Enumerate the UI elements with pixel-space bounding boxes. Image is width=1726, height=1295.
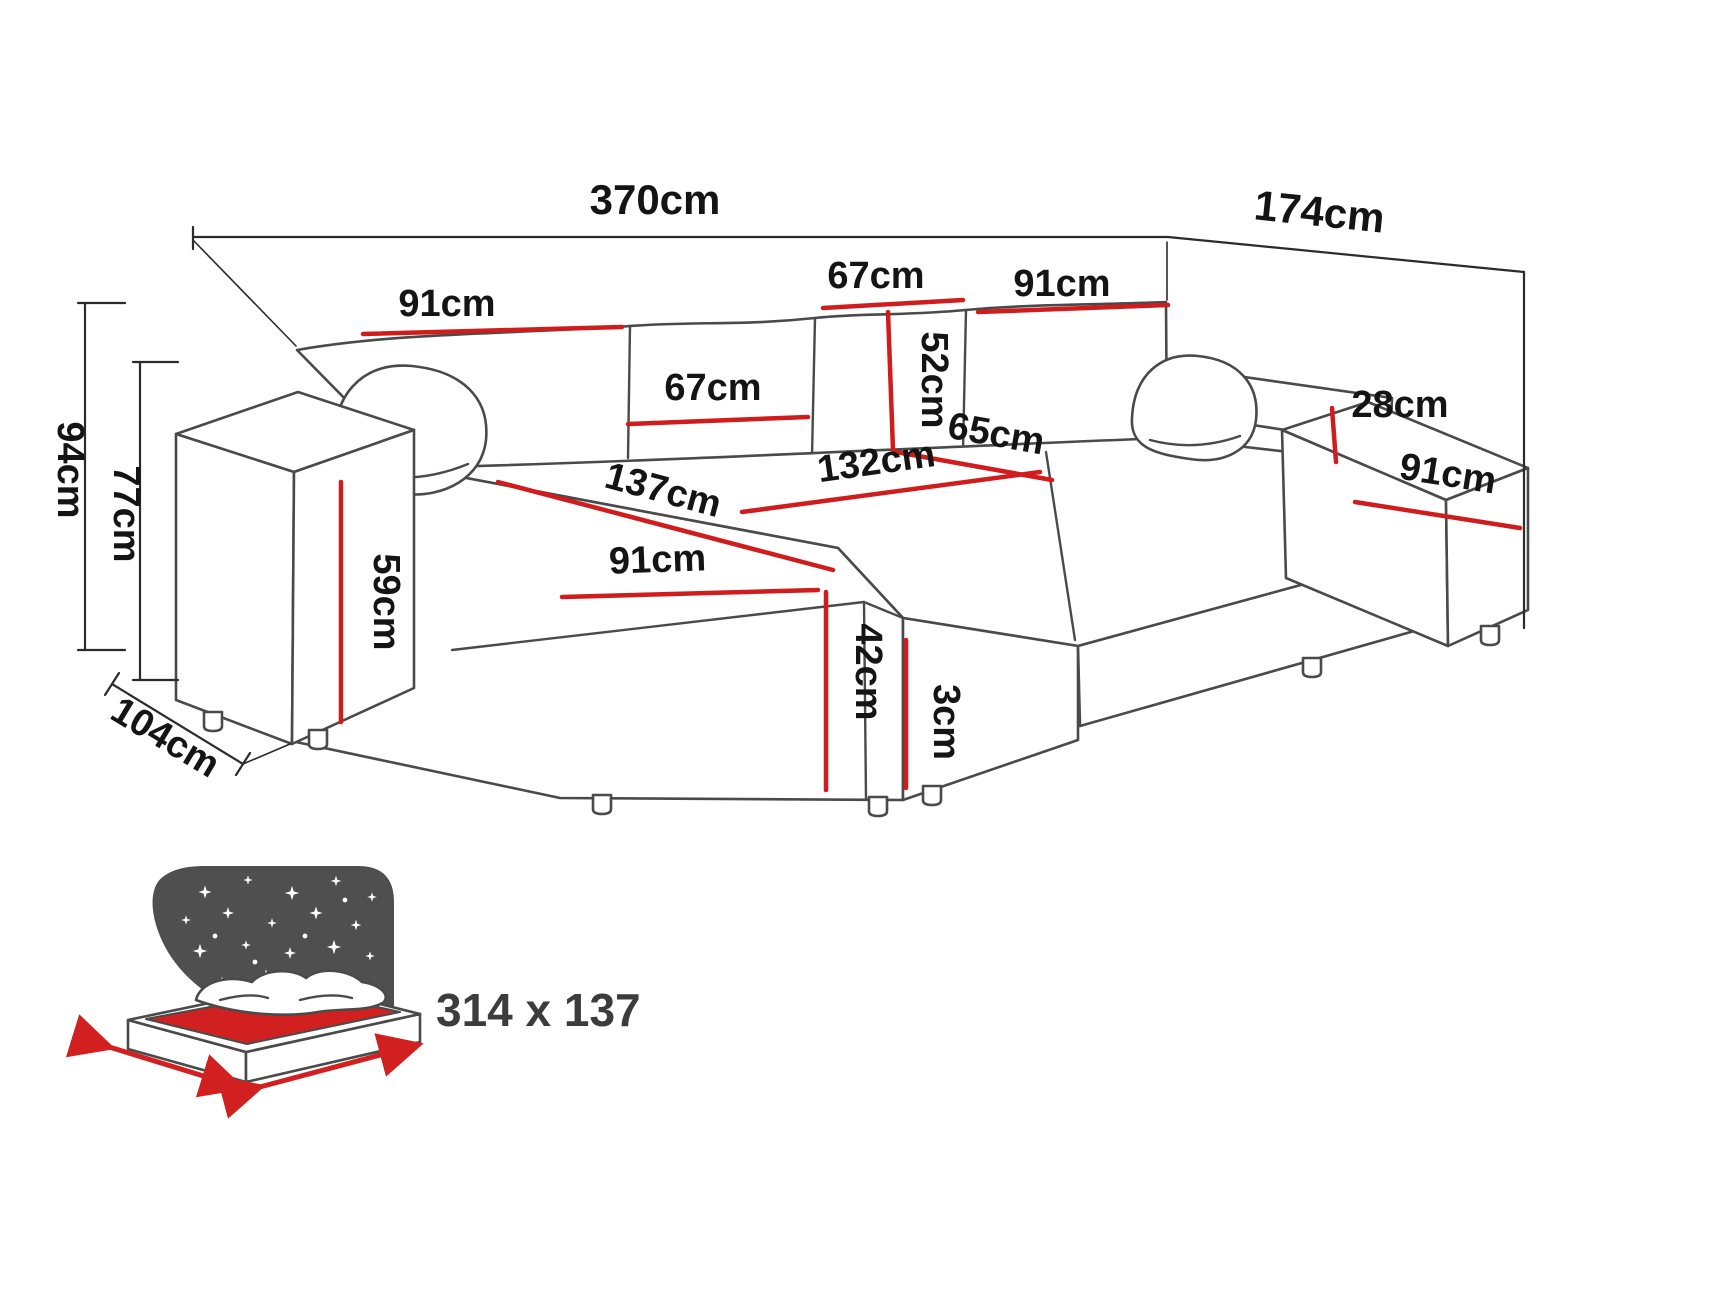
left-chaise-corner-edge [862, 600, 868, 801]
duvet-pillow [194, 969, 387, 1016]
dim-line-back-cushion-right [975, 302, 1171, 315]
dim-line-chaise-right-width [1352, 499, 1523, 531]
dim-line-back-cushion-height [885, 309, 896, 453]
dim-line-back-top-middle [820, 297, 966, 311]
star-dot-icon [302, 933, 308, 939]
dim-back-cushion-left-label: 91cm [398, 283, 495, 325]
dim-armrest-height-label: 59cm [365, 553, 407, 650]
dim-base-height-label: 3cm [925, 684, 967, 760]
dim-total-depth-label: 174cm [1252, 181, 1387, 241]
dim-chaise-left-width-label: 91cm [608, 537, 707, 582]
sofa-leg [202, 710, 224, 733]
dim-line-total-depth [1166, 235, 1526, 274]
left-armrest-inner [290, 428, 416, 746]
dim-line-back-shelf [1329, 405, 1339, 465]
right-armrest-side [1444, 466, 1530, 648]
left-armrest-front [174, 432, 296, 746]
dim-back-cushion-right-label: 91cm [1013, 263, 1110, 305]
dim-back-cushion-height-label: 52cm [913, 331, 955, 428]
dim-line-chaise-left-width [559, 587, 821, 600]
right-pillow-fold [1148, 434, 1242, 447]
backrest-divider [961, 308, 968, 454]
middle-front-panel [901, 616, 1080, 802]
dimension-lines-black [76, 225, 1526, 777]
dim-extension [242, 743, 291, 765]
dim-back-shelf-label: 28cm [1351, 384, 1448, 426]
dim-line-back-cushion-left [360, 324, 625, 337]
sofa-leg [921, 784, 943, 807]
right-pillow [1130, 354, 1258, 462]
sofa-leg [1301, 656, 1323, 679]
sofa-leg [307, 728, 329, 751]
backrest-divider [626, 324, 632, 460]
dim-total-height-label: 94cm [49, 421, 91, 518]
star-dot-icon [252, 959, 258, 965]
backrest-divider [810, 316, 817, 458]
dim-total-width-label: 370cm [590, 176, 721, 223]
sofa-leg [867, 795, 889, 818]
dim-backrest-height-label: 77cm [105, 465, 147, 562]
dim-back-cushion-middle-label: 67cm [664, 367, 761, 409]
dim-tick [103, 671, 121, 697]
sofa-leg [1479, 624, 1501, 647]
duvet-fold [218, 994, 270, 1002]
sleeping-area-label: 314 x 137 [436, 984, 641, 1036]
dim-line-armrest-depth [110, 682, 245, 766]
dim-extension [192, 239, 297, 347]
sofa-outline [174, 300, 1530, 818]
dimension-lines-red [338, 297, 1523, 793]
stars [181, 875, 377, 991]
dim-line-middle-seat-width [739, 469, 1043, 515]
dim-line-back-cushion-middle [625, 414, 811, 427]
star-dot-icon [342, 897, 348, 903]
sofa-leg [591, 793, 613, 816]
unfold-arrow-left-icon [65, 1014, 246, 1098]
dim-back-top-middle-label: 67cm [827, 255, 924, 297]
seat-seam [1044, 450, 1077, 642]
star-dot-icon [212, 933, 218, 939]
dim-seat-height-label: 42cm [847, 623, 889, 720]
dim-line-chaise-length [495, 479, 836, 573]
sleep-function-icon: 314 x 137 [65, 866, 641, 1119]
duvet-fold [298, 994, 354, 1002]
unfold-arrow-right-icon [216, 1033, 424, 1119]
